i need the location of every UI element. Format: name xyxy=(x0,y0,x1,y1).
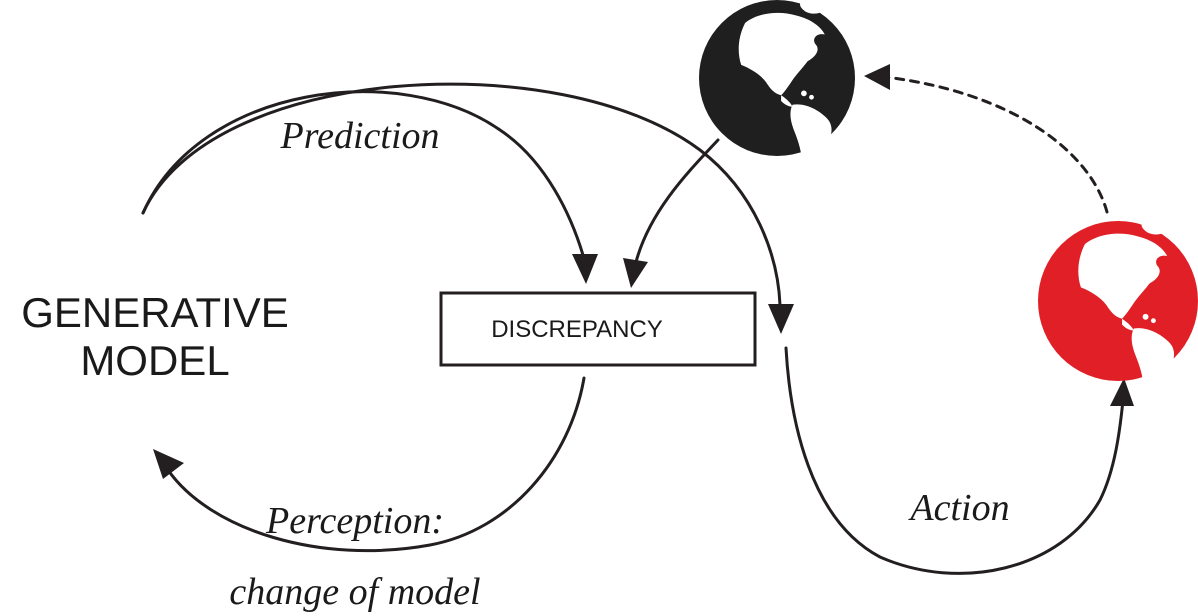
prediction-arrow xyxy=(141,90,587,264)
earth-globe-icon xyxy=(1038,219,1198,398)
perception-arrowhead xyxy=(153,449,184,479)
perception-arrow xyxy=(166,376,586,553)
dashed-feedback-arrow xyxy=(883,75,1109,214)
prediction-arrowhead xyxy=(572,254,598,284)
world-to-discrepancy-arrowhead xyxy=(623,258,648,288)
discrepancy-label: DISCREPANCY xyxy=(491,316,663,343)
dashed-feedback-arrowhead xyxy=(864,64,890,90)
model-to-action-arrowhead xyxy=(768,304,794,334)
earth-globe-icon xyxy=(699,0,855,172)
action-label: Action xyxy=(907,487,1009,529)
discrepancy-box xyxy=(439,291,757,367)
generative-model-line1: GENERATIVE xyxy=(21,289,289,336)
prediction-label: Prediction xyxy=(280,115,440,157)
perception-label-line2: change of model xyxy=(229,571,480,613)
action-arrow xyxy=(784,346,1125,575)
model-to-action-arrow xyxy=(141,82,782,307)
action-arrowhead xyxy=(1110,378,1134,406)
generative-model-line2: MODEL xyxy=(80,337,229,384)
world-to-discrepancy-arrow xyxy=(634,138,720,264)
perception-label-line1: Perception: xyxy=(265,500,444,542)
